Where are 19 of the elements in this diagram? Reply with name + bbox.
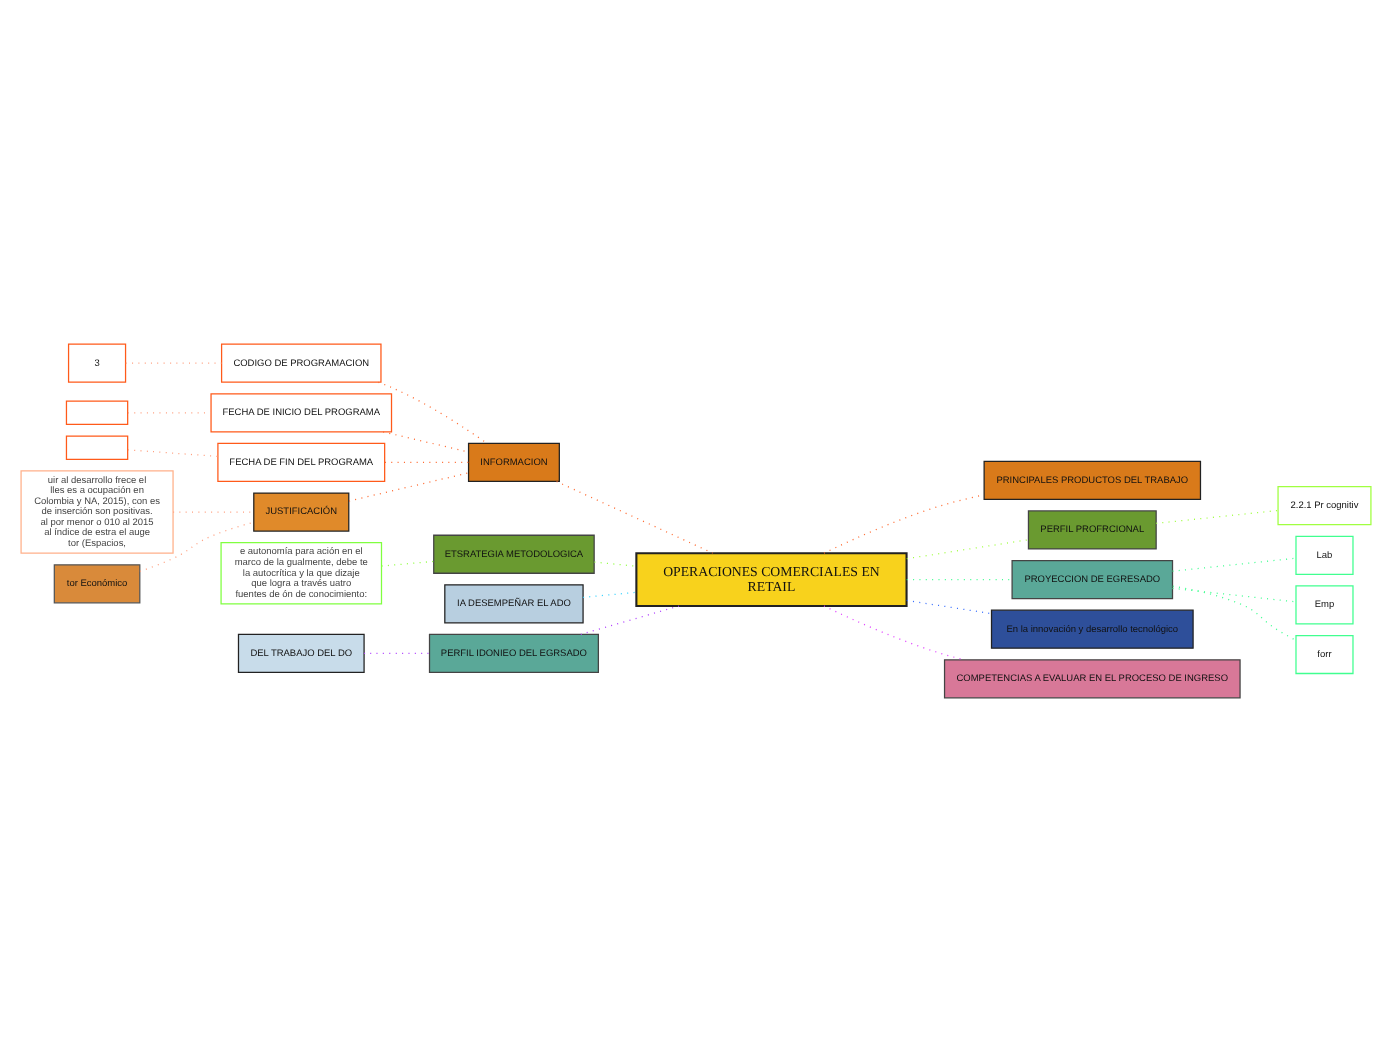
- connector: [906, 598, 992, 614]
- connector: [906, 538, 1029, 559]
- connector: [382, 430, 470, 452]
- connector: [1171, 586, 1297, 602]
- node-box: [65, 434, 129, 459]
- connector: [363, 651, 430, 654]
- connector: [582, 590, 637, 597]
- connector: [823, 493, 985, 553]
- node-box: [65, 399, 129, 425]
- connector: [377, 380, 488, 443]
- connector: [823, 604, 965, 660]
- connector: [1172, 584, 1297, 640]
- connector: [1171, 556, 1297, 571]
- connector: [555, 479, 714, 553]
- connector: [139, 520, 255, 571]
- connector: [127, 448, 219, 457]
- connector: [1155, 508, 1279, 523]
- connector: [348, 471, 470, 501]
- connector: [580, 604, 680, 635]
